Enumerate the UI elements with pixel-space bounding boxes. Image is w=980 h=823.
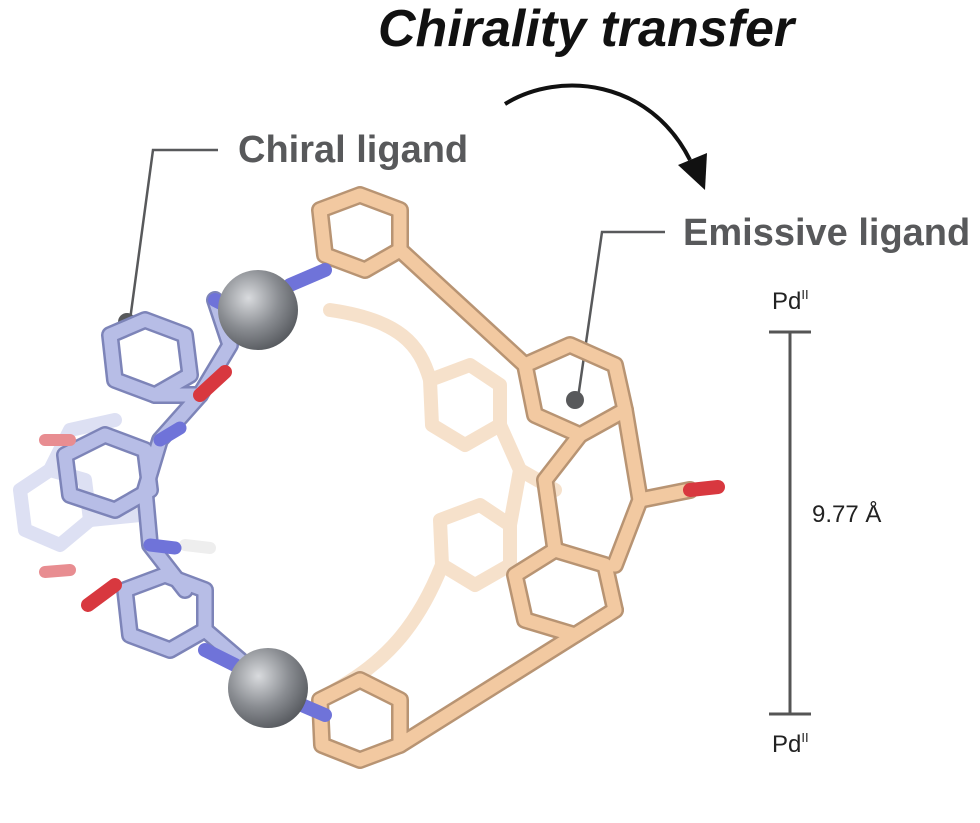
emissive-ligand [311, 186, 725, 769]
pd-pd-scale-bar [769, 330, 811, 716]
scale-bottom-label: PdII [772, 730, 809, 758]
pd-pd-distance: 9.77 Å [812, 500, 881, 528]
scale-top-label: PdII [772, 287, 809, 315]
chiral-ligand [39, 291, 249, 669]
palladium-atom-bottom [228, 648, 308, 728]
chirality-transfer-arrow [503, 83, 707, 190]
chiral-ligand-label: Chiral ligand [238, 129, 468, 171]
chiral-ligand-leader [118, 148, 218, 331]
title: Chirality transfer [378, 0, 797, 58]
emissive-ligand-label: Emissive ligand [683, 212, 970, 254]
palladium-atom-top [218, 270, 298, 350]
